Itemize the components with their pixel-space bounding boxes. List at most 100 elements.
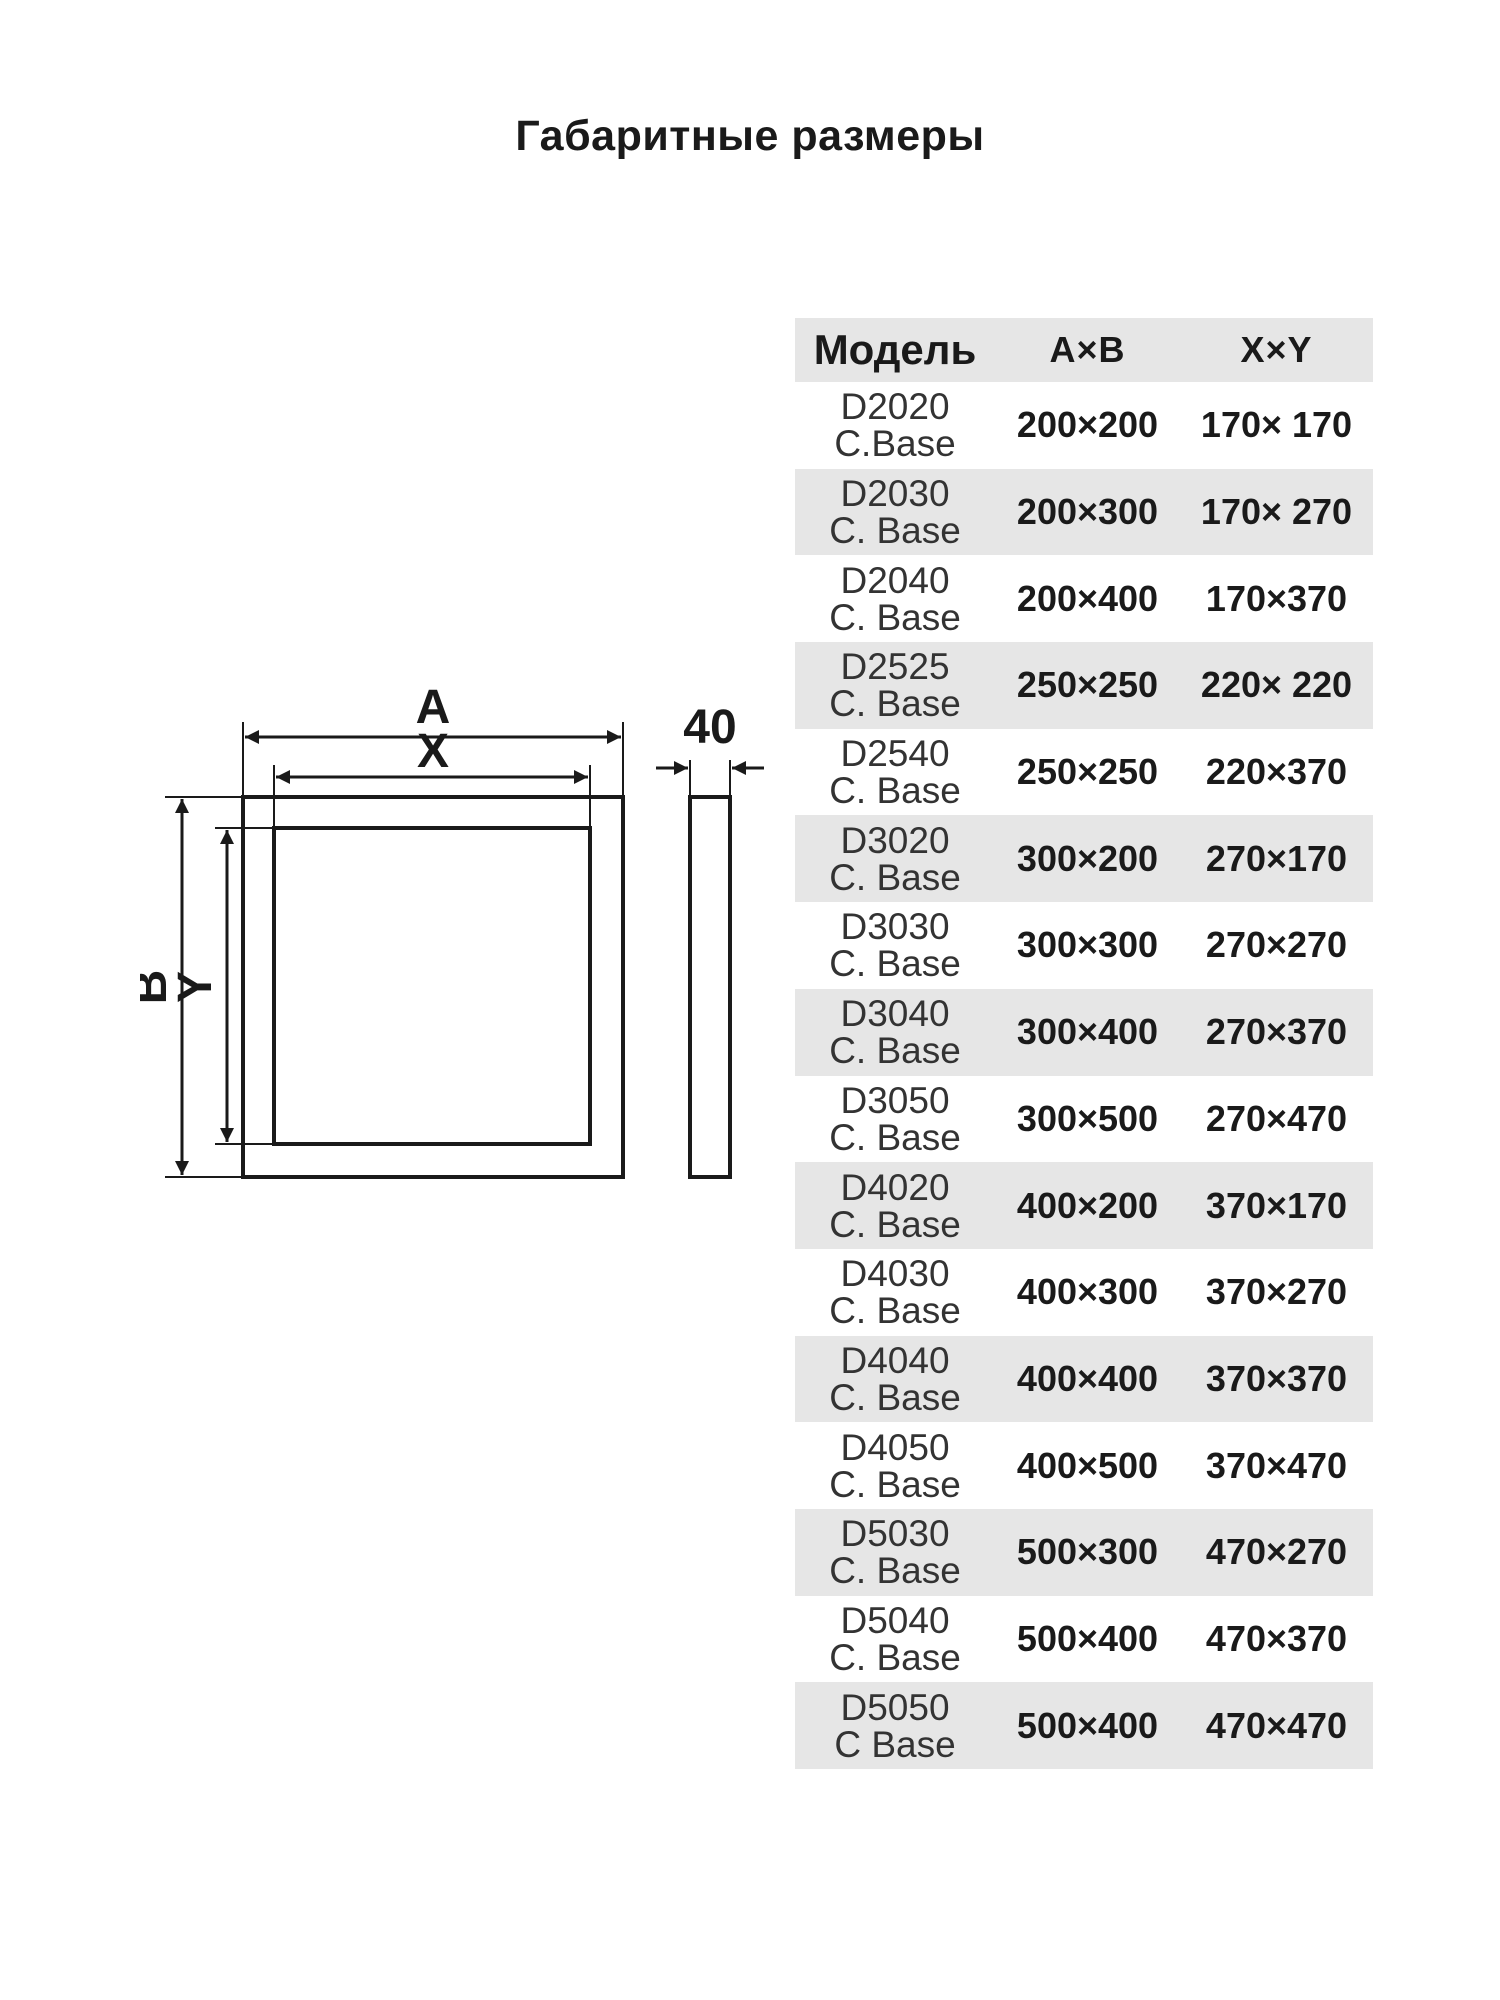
cell-ab: 500×300 — [1016, 1531, 1159, 1573]
cell-ab: 250×250 — [1016, 664, 1159, 706]
label-b: B — [140, 970, 177, 1005]
model-suffix: C. Base — [829, 1550, 961, 1592]
model-code: D2020 — [840, 386, 950, 428]
cell-xy: 370×470 — [1205, 1444, 1348, 1486]
model-code: D5050 — [840, 1686, 950, 1728]
dimension-diagram: A X 40 B Y — [140, 681, 764, 1179]
cell-xy: 220× 220 — [1200, 664, 1353, 706]
label-y: Y — [169, 971, 222, 1003]
cell-xy: 220×370 — [1205, 751, 1348, 793]
header-xy: X×Y — [1240, 329, 1313, 370]
cell-ab: 300×300 — [1016, 924, 1159, 966]
cell-xy: 270×470 — [1205, 1097, 1348, 1139]
label-x: X — [417, 725, 449, 778]
model-suffix: C. Base — [829, 596, 961, 638]
cell-ab: 300×500 — [1016, 1097, 1159, 1139]
cell-xy: 270×270 — [1205, 924, 1348, 966]
frame-outer — [241, 795, 625, 1179]
cell-xy: 170× 170 — [1200, 404, 1353, 446]
header-ab: A×B — [1049, 329, 1126, 370]
cell-ab: 400×500 — [1016, 1444, 1159, 1486]
model-suffix: C. Base — [829, 1203, 961, 1245]
model-suffix: C. Base — [829, 510, 961, 552]
frame-profile — [688, 795, 732, 1179]
model-suffix: C. Base — [829, 1290, 961, 1332]
model-code: D2540 — [840, 733, 950, 775]
cell-xy: 470×370 — [1205, 1617, 1348, 1659]
model-code: D3030 — [840, 906, 950, 948]
model-suffix: C Base — [834, 1723, 956, 1765]
model-code: D4030 — [840, 1253, 950, 1295]
cell-ab: 200×200 — [1016, 404, 1159, 446]
table-header: Модель A×B X×Y — [795, 318, 1373, 382]
model-code: D3020 — [840, 819, 950, 861]
cell-xy: 370×370 — [1205, 1357, 1348, 1399]
cell-ab: 250×250 — [1016, 751, 1159, 793]
cell-ab: 500×400 — [1016, 1704, 1159, 1746]
model-suffix: C. Base — [829, 1463, 961, 1505]
cell-xy: 270×370 — [1205, 1011, 1348, 1053]
cell-xy: 470×470 — [1205, 1704, 1348, 1746]
model-suffix: C. Base — [829, 943, 961, 985]
model-code: D5040 — [840, 1599, 950, 1641]
header-model: Модель — [813, 326, 977, 373]
cell-ab: 400×400 — [1016, 1357, 1159, 1399]
cell-ab: 300×400 — [1016, 1011, 1159, 1053]
cell-ab: 300×200 — [1016, 837, 1159, 879]
cell-xy: 270×170 — [1205, 837, 1348, 879]
model-code: D4050 — [840, 1426, 950, 1468]
model-code: D4040 — [840, 1339, 950, 1381]
cell-xy: 470×270 — [1205, 1531, 1348, 1573]
cell-xy: 170× 270 — [1200, 491, 1353, 533]
model-code: D3040 — [840, 993, 950, 1035]
cell-ab: 200×400 — [1016, 577, 1159, 619]
frame-inner — [272, 826, 592, 1146]
cell-ab: 500×400 — [1016, 1617, 1159, 1659]
cell-ab: 400×200 — [1016, 1184, 1159, 1226]
model-suffix: C. Base — [829, 770, 961, 812]
model-code: D2030 — [840, 473, 950, 515]
page-title: Габаритные размеры — [515, 112, 985, 160]
cell-xy: 370×270 — [1205, 1271, 1348, 1313]
cell-xy: 370×170 — [1205, 1184, 1348, 1226]
model-suffix: C.Base — [834, 423, 956, 465]
cell-xy: 170×370 — [1205, 577, 1348, 619]
model-code: D5030 — [840, 1513, 950, 1555]
cell-ab: 200×300 — [1016, 491, 1159, 533]
model-code: D2040 — [840, 559, 950, 601]
model-suffix: C. Base — [829, 1636, 961, 1678]
model-suffix: C. Base — [829, 1376, 961, 1418]
model-code: D4020 — [840, 1166, 950, 1208]
model-suffix: C. Base — [829, 1116, 961, 1158]
label-a: A — [416, 681, 451, 734]
model-code: D3050 — [840, 1079, 950, 1121]
model-code: D2525 — [840, 646, 950, 688]
